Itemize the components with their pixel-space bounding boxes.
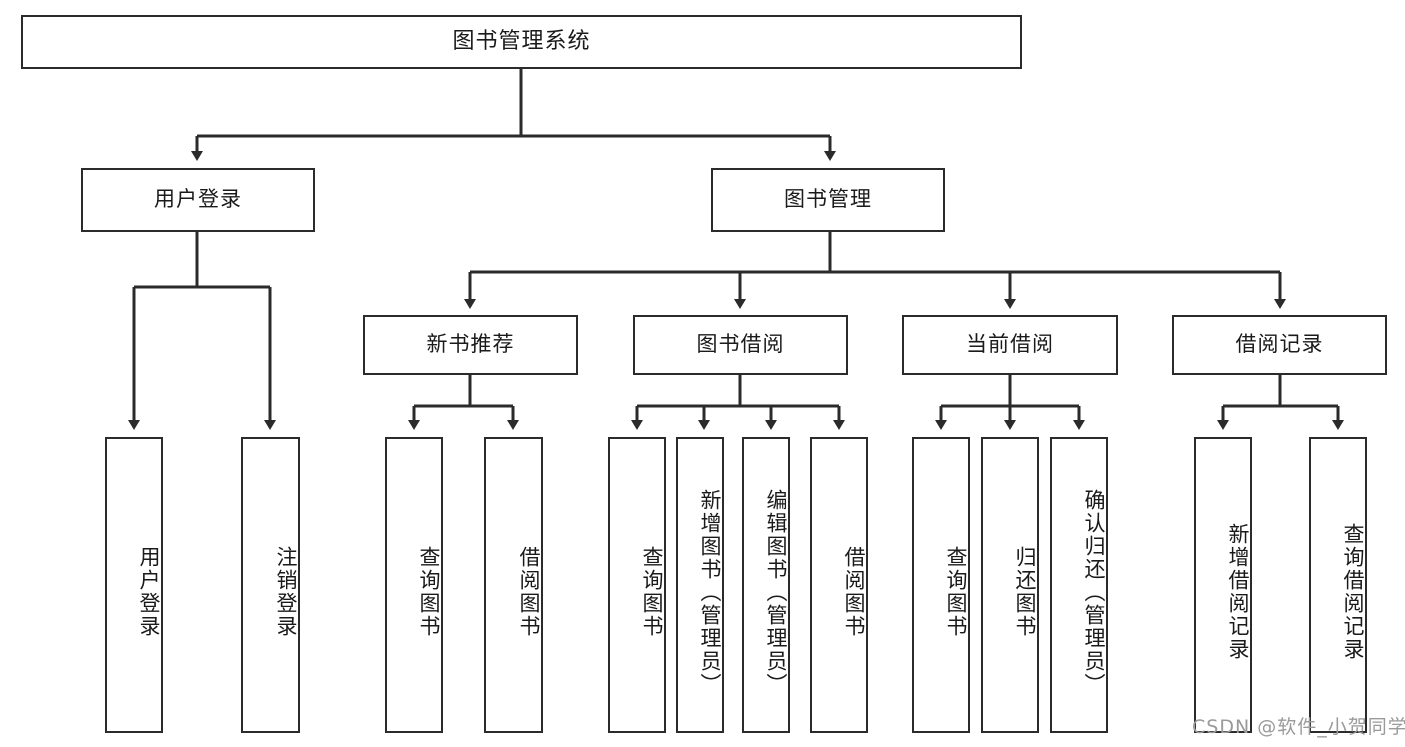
node-leaf-query-record-label: 查询借阅记录 — [1341, 523, 1365, 661]
node-leaf-borrow-book-2-label: 借阅图书 — [842, 546, 866, 638]
node-leaf-query-book-2-label: 查询图书 — [640, 546, 664, 638]
node-leaf-query-book-1-label: 查询图书 — [417, 546, 441, 638]
node-leaf-add-book[interactable]: 新增图书（管理员） — [676, 437, 724, 733]
node-leaf-query-book-3-label: 查询图书 — [944, 546, 968, 638]
node-leaf-edit-book[interactable]: 编辑图书（管理员） — [742, 437, 790, 733]
node-book-borrow-label: 图书借阅 — [696, 332, 785, 357]
node-book-borrow[interactable]: 图书借阅 — [633, 315, 848, 375]
node-root-system[interactable]: 图书管理系统 — [21, 15, 1022, 69]
node-leaf-logout[interactable]: 注销登录 — [241, 437, 300, 733]
node-leaf-query-book-2[interactable]: 查询图书 — [608, 437, 666, 733]
node-new-book-recommend[interactable]: 新书推荐 — [363, 315, 578, 375]
node-new-book-recommend-label: 新书推荐 — [426, 332, 515, 357]
node-leaf-borrow-book-1-label: 借阅图书 — [517, 546, 541, 638]
node-borrow-record-label: 借阅记录 — [1235, 332, 1324, 357]
node-leaf-add-book-label: 新增图书（管理员） — [698, 488, 722, 696]
node-leaf-add-record-label: 新增借阅记录 — [1226, 523, 1250, 661]
node-leaf-return-book[interactable]: 归还图书 — [981, 437, 1039, 733]
node-leaf-query-book-3[interactable]: 查询图书 — [912, 437, 970, 733]
node-root-label: 图书管理系统 — [452, 28, 591, 54]
node-leaf-query-book-1[interactable]: 查询图书 — [385, 437, 443, 733]
node-book-management-label: 图书管理 — [784, 187, 872, 212]
node-leaf-borrow-book-1[interactable]: 借阅图书 — [484, 437, 543, 733]
node-leaf-confirm-return-label: 确认归还（管理员） — [1082, 488, 1106, 696]
node-leaf-return-book-label: 归还图书 — [1013, 546, 1037, 638]
node-leaf-edit-book-label: 编辑图书（管理员） — [764, 488, 788, 696]
node-current-borrow[interactable]: 当前借阅 — [902, 315, 1118, 375]
node-leaf-user-login[interactable]: 用户登录 — [105, 437, 163, 733]
node-leaf-confirm-return[interactable]: 确认归还（管理员） — [1050, 437, 1108, 733]
watermark-text: CSDN @软件_小贺同学 — [1192, 716, 1405, 738]
node-user-login-label: 用户登录 — [154, 187, 242, 212]
node-borrow-record[interactable]: 借阅记录 — [1172, 315, 1387, 375]
node-leaf-query-record[interactable]: 查询借阅记录 — [1309, 437, 1367, 733]
node-leaf-user-login-label: 用户登录 — [137, 546, 161, 638]
node-user-login[interactable]: 用户登录 — [81, 168, 315, 232]
node-leaf-logout-label: 注销登录 — [274, 546, 298, 638]
node-current-borrow-label: 当前借阅 — [966, 332, 1054, 357]
node-leaf-add-record[interactable]: 新增借阅记录 — [1194, 437, 1252, 733]
node-book-management[interactable]: 图书管理 — [711, 168, 945, 232]
node-leaf-borrow-book-2[interactable]: 借阅图书 — [810, 437, 868, 733]
